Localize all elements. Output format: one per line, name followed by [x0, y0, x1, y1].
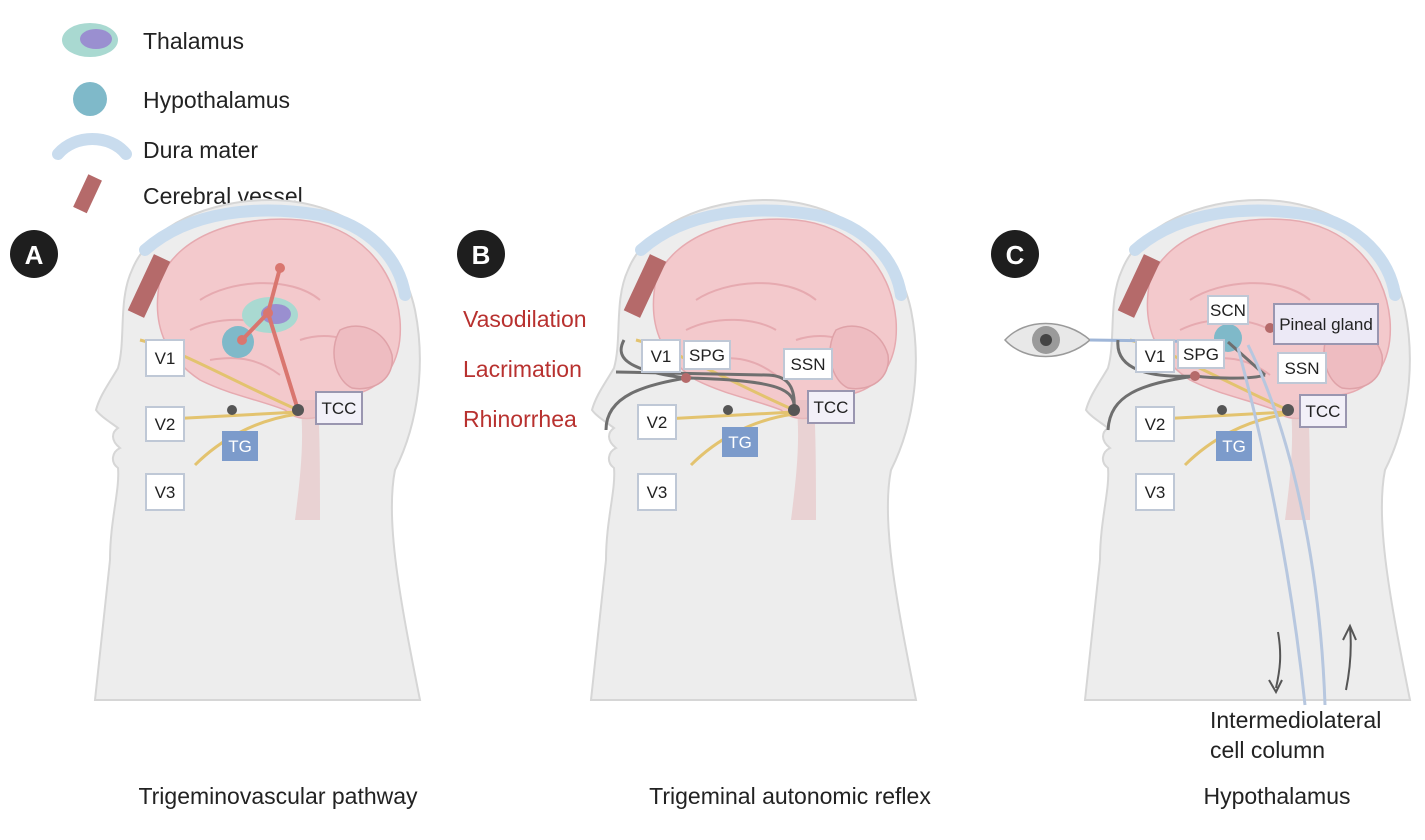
panel-c-ssn-label: SSN	[1285, 359, 1320, 378]
iml-pathway	[1236, 344, 1327, 706]
panel-c-v1-label: V1	[1145, 347, 1166, 366]
panel-a-v1-label: V1	[155, 349, 176, 368]
panel-a-v2-label: V2	[155, 415, 176, 434]
panel-a-badge-label: A	[25, 240, 44, 270]
panel-b: B V1 SPG SSN V2 V3 TG TCC Vasodilation L…	[457, 200, 931, 809]
panel-a-tg-label: TG	[228, 437, 252, 456]
panel-c: C SCN Pineal gland V1 SPG	[991, 200, 1410, 809]
panel-b-v1-label: V1	[651, 347, 672, 366]
panel-a-v3-label: V3	[155, 483, 176, 502]
dura-mater-icon	[52, 133, 132, 160]
panel-a: A V1 V2 V3 TG TCC Trigeminovascular path…	[10, 200, 420, 809]
legend-thalamus: Thalamus	[143, 28, 244, 54]
panel-b-badge	[457, 230, 505, 278]
legend: Thalamus Hypothalamus Dura mater Cerebra…	[52, 23, 303, 214]
effect-rhinorrhea: Rhinorrhea	[463, 406, 577, 432]
down-arrow-icon	[1268, 631, 1283, 695]
effect-lacrimation: Lacrimation	[463, 356, 582, 382]
panel-c-caption: Hypothalamus	[1203, 783, 1350, 809]
panel-c-autonomic-pathway	[1106, 339, 1266, 431]
panel-b-badge-label: B	[472, 240, 491, 270]
panel-a-tcc-label: TCC	[322, 399, 357, 418]
legend-hypothalamus: Hypothalamus	[143, 87, 290, 113]
eye-icon	[1003, 322, 1092, 358]
panel-b-v3-label: V3	[647, 483, 668, 502]
panel-b-tcc-label: TCC	[814, 398, 849, 417]
panel-b-v2-label: V2	[647, 413, 668, 432]
panel-b-caption: Trigeminal autonomic reflex	[649, 783, 931, 809]
panel-c-badge	[991, 230, 1039, 278]
legend-dura-mater: Dura mater	[143, 137, 258, 163]
panel-c-tcc-label: TCC	[1306, 402, 1341, 421]
panel-b-autonomic-pathway	[604, 339, 796, 431]
cerebral-vessel-icon	[73, 174, 102, 214]
iml-label-line1: Intermediolateral	[1210, 707, 1381, 733]
up-arrow-icon	[1342, 623, 1357, 691]
panel-c-scn-label: SCN	[1210, 301, 1246, 320]
hypothalamus-icon	[73, 82, 107, 116]
panel-c-spg-label: SPG	[1183, 345, 1219, 364]
iml-label-line2: cell column	[1210, 737, 1325, 763]
effect-vasodilation: Vasodilation	[463, 306, 587, 332]
panel-b-spg-label: SPG	[689, 346, 725, 365]
panel-c-pineal-label: Pineal gland	[1279, 315, 1373, 334]
panel-c-v2-label: V2	[1145, 415, 1166, 434]
panel-b-ssn-label: SSN	[791, 355, 826, 374]
panel-c-v3-label: V3	[1145, 483, 1166, 502]
panel-b-tg-label: TG	[728, 433, 752, 452]
panel-c-badge-label: C	[1006, 240, 1025, 270]
panel-a-badge	[10, 230, 58, 278]
panel-a-caption: Trigeminovascular pathway	[138, 783, 418, 809]
panel-c-tg-label: TG	[1222, 437, 1246, 456]
